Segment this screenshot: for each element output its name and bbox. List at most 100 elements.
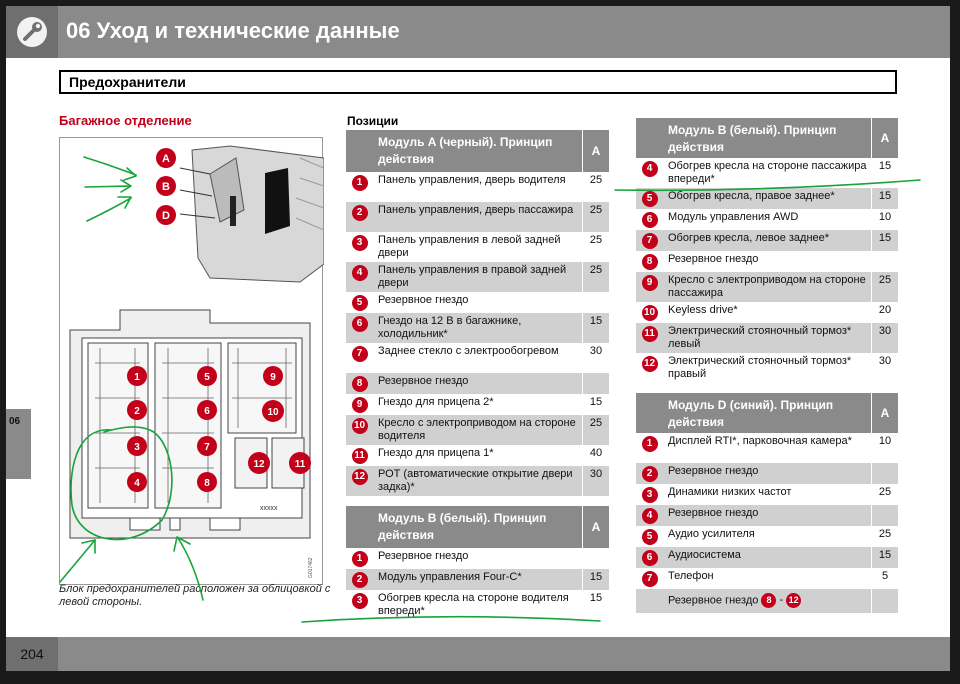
fuse-amperage-value: 5: [881, 570, 889, 582]
fuse-description: Телефон: [668, 570, 714, 582]
fuse-number-badge: 9: [351, 397, 368, 413]
fuse-amperage: [871, 251, 898, 272]
fuse-amperage-footer: [871, 589, 898, 613]
fuse-amperage: 30: [871, 323, 898, 353]
fuse-number-badge: 6: [641, 212, 658, 228]
table-title: Модуль A (черный). Принцип действия: [378, 135, 553, 166]
fuse-number-badge: 6: [351, 316, 368, 332]
fuse-description: Резервное гнездо: [668, 253, 759, 265]
page-title: 06 Уход и технические данные: [66, 18, 400, 43]
fuse-amperage-value: 15: [589, 592, 603, 604]
fuse-number-badge: 9: [641, 275, 658, 291]
fuse-amperage: 25: [871, 484, 898, 505]
fuse-amperage-value: 30: [878, 325, 892, 337]
fuse-description: Дисплей RTI*, парковочная камера*: [668, 435, 852, 447]
fuse-box-marking: xxxxx: [260, 505, 278, 512]
fuse-amperage-value: 25: [878, 274, 892, 286]
fuse-description: Обогрев кресла на стороне пассажира впер…: [668, 160, 867, 185]
fuse-amperage: 15: [871, 230, 898, 251]
table-title: Модуль B (белый). Принцип действия: [378, 511, 547, 542]
section-title: Предохранители: [69, 74, 186, 90]
fuse-label-3: 3: [134, 442, 140, 453]
footer-label: Резервное гнездо: [668, 594, 762, 607]
fuse-description: Кресло с электроприводом на стороне води…: [378, 417, 576, 442]
fuse-amperage: 30: [871, 353, 898, 383]
fuse-number-badge: 3: [351, 235, 368, 251]
trunk-drawing: [179, 145, 325, 283]
fuse-amperage-value: 15: [878, 160, 892, 172]
positions-title: Позиции: [347, 114, 399, 128]
fuse-description-footer: Резервное гнездо 8-12: [668, 593, 868, 608]
section-header: Предохранители: [59, 70, 897, 94]
fuse-description: Гнездо для прицепа 1*: [378, 447, 494, 459]
fuse-amperage: [582, 373, 609, 394]
fuse-amperage-value: 30: [878, 355, 892, 367]
fuse-number-badge: 5: [641, 191, 658, 207]
fuse-row: 6 Модуль управления AWD 10: [636, 209, 898, 230]
fuse-amperage-value: 10: [878, 211, 892, 223]
fuse-number-badge: 6: [641, 550, 658, 566]
amperage-header-label: A: [880, 406, 890, 420]
page-number: 204: [6, 637, 58, 671]
fuse-number-badge: 1: [641, 436, 658, 452]
fuse-number-badge: 12: [641, 356, 658, 372]
fuse-number-badge: 4: [351, 265, 368, 281]
fuse-amperage-value: 25: [589, 417, 603, 429]
fuse-amperage: 15: [582, 394, 609, 415]
fuse-amperage: 25: [582, 232, 609, 262]
figure-code: G017462: [308, 557, 314, 578]
fuse-amperage-value: 25: [589, 204, 603, 216]
fuse-description: Резервное гнездо: [668, 507, 759, 519]
fuse-amperage: 15: [871, 158, 898, 188]
fuse-description: Резервное гнездо: [378, 294, 469, 306]
fuse-amperage-value: 15: [878, 190, 892, 202]
fuse-amperage: 25: [582, 172, 609, 202]
fuse-description: Модуль управления AWD: [668, 211, 799, 223]
fuse-row: 9 Гнездо для прицепа 2* 15: [346, 394, 609, 415]
fuse-label-9: 9: [270, 372, 276, 383]
fuse-amperage: [582, 548, 609, 569]
fuse-amperage: 15: [582, 569, 609, 590]
fuse-label-4: 4: [134, 478, 140, 489]
fuse-number-badge: 4: [641, 161, 658, 177]
fuse-number-badge: 11: [351, 448, 368, 464]
fuse-label-5: 5: [204, 372, 210, 383]
fuse-amperage-value: 15: [589, 315, 603, 327]
fuse-amperage-value: 30: [589, 345, 603, 357]
page-header: 06 Уход и технические данные: [6, 6, 950, 58]
fuse-amperage: 10: [871, 209, 898, 230]
fuse-description: Модуль управления Four-C*: [378, 571, 522, 583]
fuse-description: Гнездо для прицепа 2*: [378, 396, 494, 408]
fuse-number-badge: 5: [351, 295, 368, 311]
fuse-amperage: 25: [871, 272, 898, 302]
fuse-description: Аудио усилителя: [668, 528, 755, 540]
fuse-amperage: [871, 505, 898, 526]
fuse-number-badge: 2: [351, 205, 368, 221]
manual-page: 06 Уход и технические данные Предохранит…: [6, 6, 950, 671]
fuse-amperage-value: 15: [589, 396, 603, 408]
fuse-amperage: 15: [871, 188, 898, 209]
fuse-number-badge: 3: [641, 487, 658, 503]
fuse-amperage: 30: [582, 466, 609, 496]
fuse-description: Панель управления в правой задней двери: [378, 264, 567, 289]
fuse-label-2: 2: [134, 406, 140, 417]
fuse-amperage: 30: [582, 343, 609, 373]
fuse-amperage-value: 20: [878, 304, 892, 316]
